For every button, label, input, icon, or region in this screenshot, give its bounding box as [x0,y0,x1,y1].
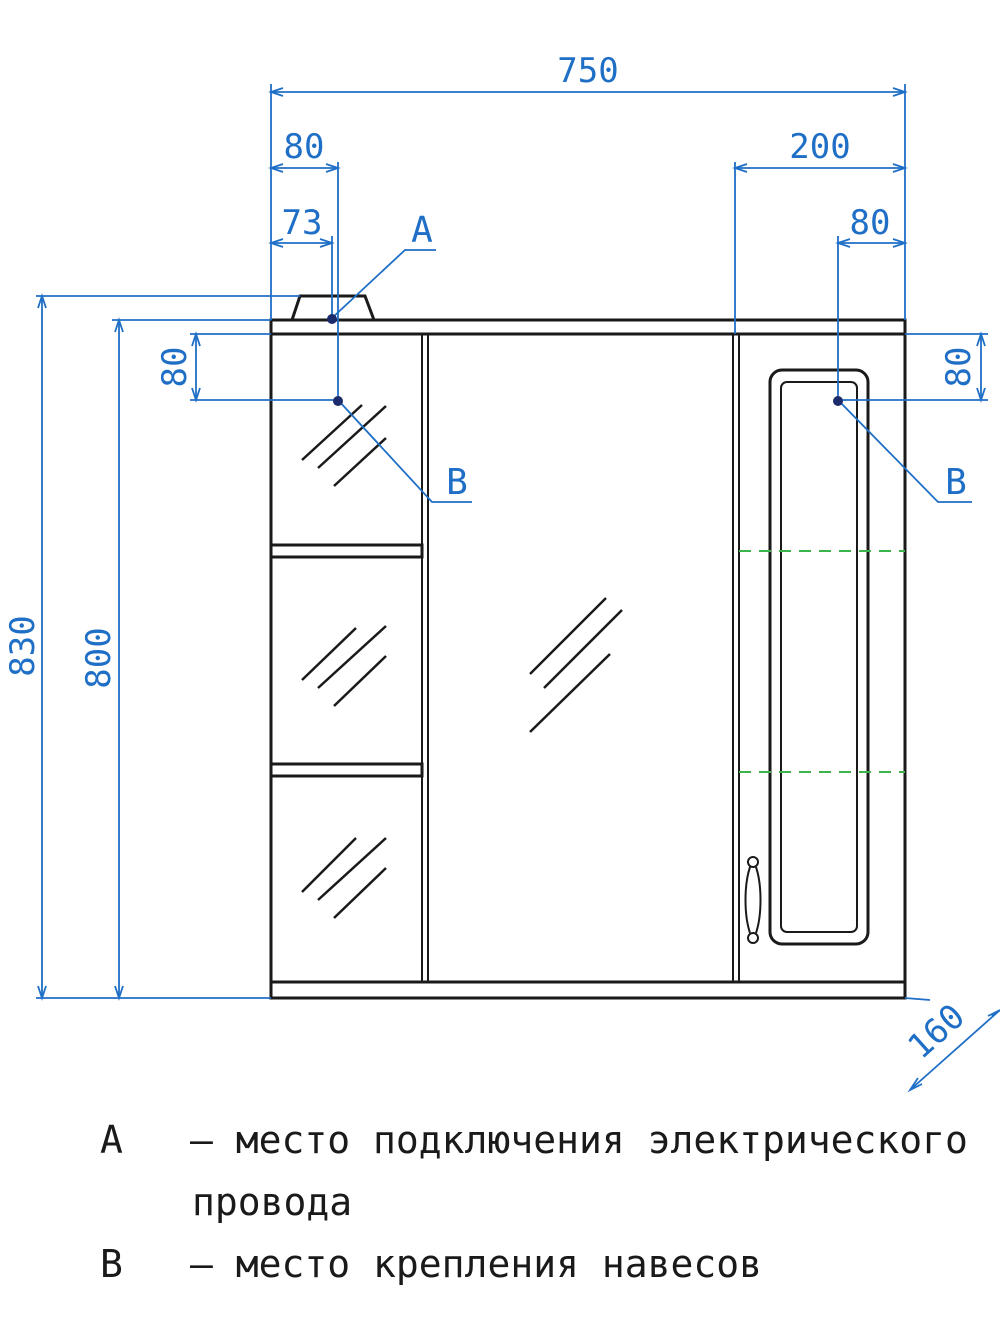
point-b-left-marker [333,396,343,406]
callout-b-left: B [446,462,468,503]
dim-160: 160 [900,996,972,1067]
left-shelf-lower [269,762,424,778]
dim-80-right-vertical: 80 [939,347,979,388]
dimension-lines [36,84,1000,1093]
dim-750: 750 [557,51,618,91]
left-shelf-upper [269,543,424,559]
legend-text-a-line1: место подключения электрического [235,1118,968,1162]
top-cornice [269,318,907,336]
legend-text-b: место крепления навесов [235,1242,762,1286]
legend-dash-a: – [190,1118,213,1162]
right-door-panel [768,368,870,946]
cabinet-outline [269,294,907,1000]
cabinet-drawing: 750 80 73 200 80 830 800 80 80 160 A B B [3,51,1000,1093]
dim-80-left-vertical: 80 [155,347,195,388]
legend: A – место подключения электрического пров… [100,1118,980,1298]
legend-row-b: B – место крепления навесов [100,1242,762,1286]
dim-80-right: 80 [850,203,891,243]
dim-800: 800 [79,627,119,688]
bottom-plinth [269,980,907,1000]
dim-73: 73 [282,203,323,243]
callout-a: A [411,210,433,251]
dim-200: 200 [789,127,850,167]
legend-key-b: B [100,1242,123,1286]
legend-text-a-line2: провода [192,1180,353,1224]
legend-dash-b: – [190,1242,213,1286]
right-door-inner-panel [780,381,858,933]
callout-b-right: B [945,462,967,503]
dim-830: 830 [3,615,43,676]
glass-reflections [301,404,623,919]
point-a-marker [327,314,337,324]
legend-key-a: A [100,1118,123,1162]
point-b-right-marker [833,396,843,406]
legend-row-a: A – место подключения электрического [100,1118,968,1162]
legend-row-a-continued: провода [192,1180,352,1224]
dim-80-left: 80 [284,127,325,167]
door-handle [744,856,762,944]
